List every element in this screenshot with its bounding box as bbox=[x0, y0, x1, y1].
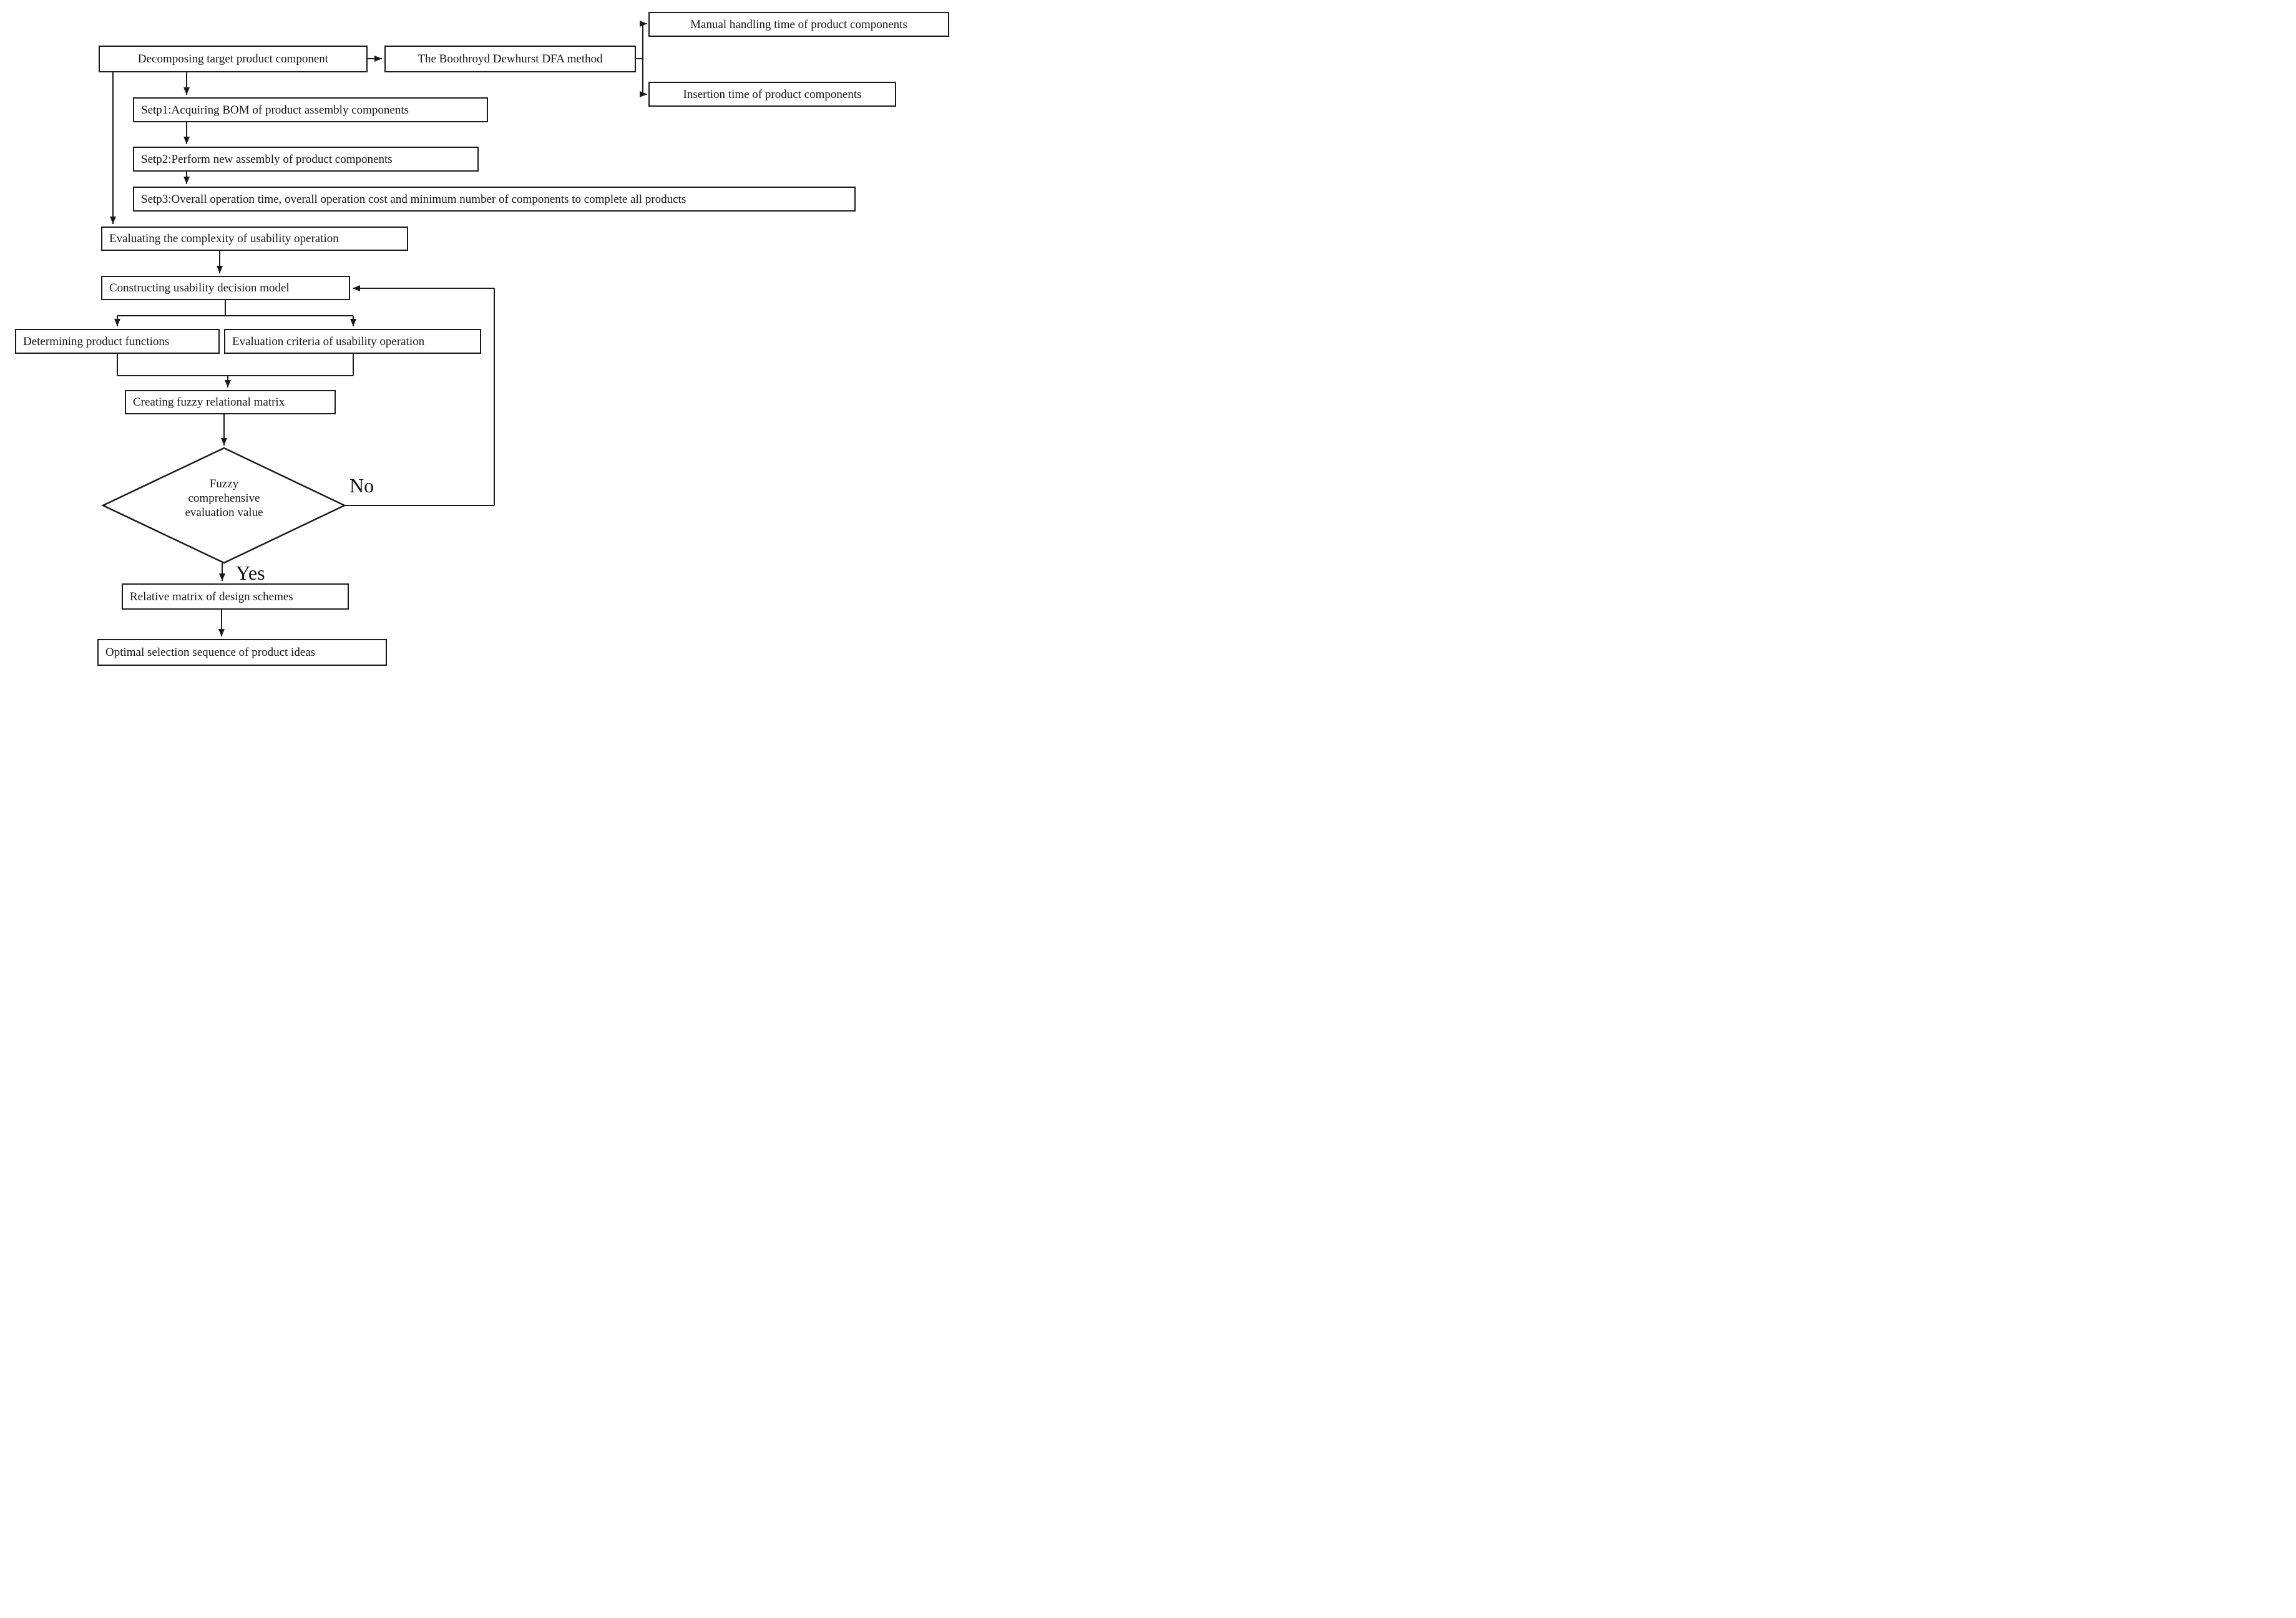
node-evaluating-complexity: Evaluating the complexity of usability o… bbox=[101, 227, 408, 251]
node-dfa-method: The Boothroyd Dewhurst DFA method bbox=[384, 46, 636, 72]
decision-line-3: evaluation value bbox=[185, 506, 263, 519]
branch-label-no: No bbox=[349, 474, 374, 497]
node-constructing-model: Constructing usability decision model bbox=[101, 276, 350, 300]
node-optimal-selection: Optimal selection sequence of product id… bbox=[97, 639, 387, 666]
node-step2: Setp2:Perform new assembly of product co… bbox=[133, 147, 479, 172]
node-decision-label: Fuzzy comprehensive evaluation value bbox=[152, 477, 296, 520]
flowchart-canvas: Decomposing target product component The… bbox=[0, 0, 957, 674]
connector-layer bbox=[101, 21, 647, 636]
node-creating-matrix: Creating fuzzy relational matrix bbox=[125, 390, 336, 414]
node-decomposing: Decomposing target product component bbox=[99, 46, 368, 72]
decision-line-2: comprehensive bbox=[188, 492, 260, 505]
decision-line-1: Fuzzy bbox=[209, 477, 239, 490]
node-insertion-time: Insertion time of product components bbox=[648, 82, 896, 107]
branch-label-yes: Yes bbox=[236, 562, 265, 584]
node-relative-matrix: Relative matrix of design schemes bbox=[122, 583, 349, 610]
node-evaluation-criteria: Evaluation criteria of usability operati… bbox=[224, 329, 481, 354]
node-determining-functions: Determining product functions bbox=[15, 329, 220, 354]
node-manual-handling: Manual handling time of product componen… bbox=[648, 12, 949, 37]
node-step3: Setp3:Overall operation time, overall op… bbox=[133, 187, 856, 212]
node-step1: Setp1:Acquiring BOM of product assembly … bbox=[133, 97, 488, 122]
